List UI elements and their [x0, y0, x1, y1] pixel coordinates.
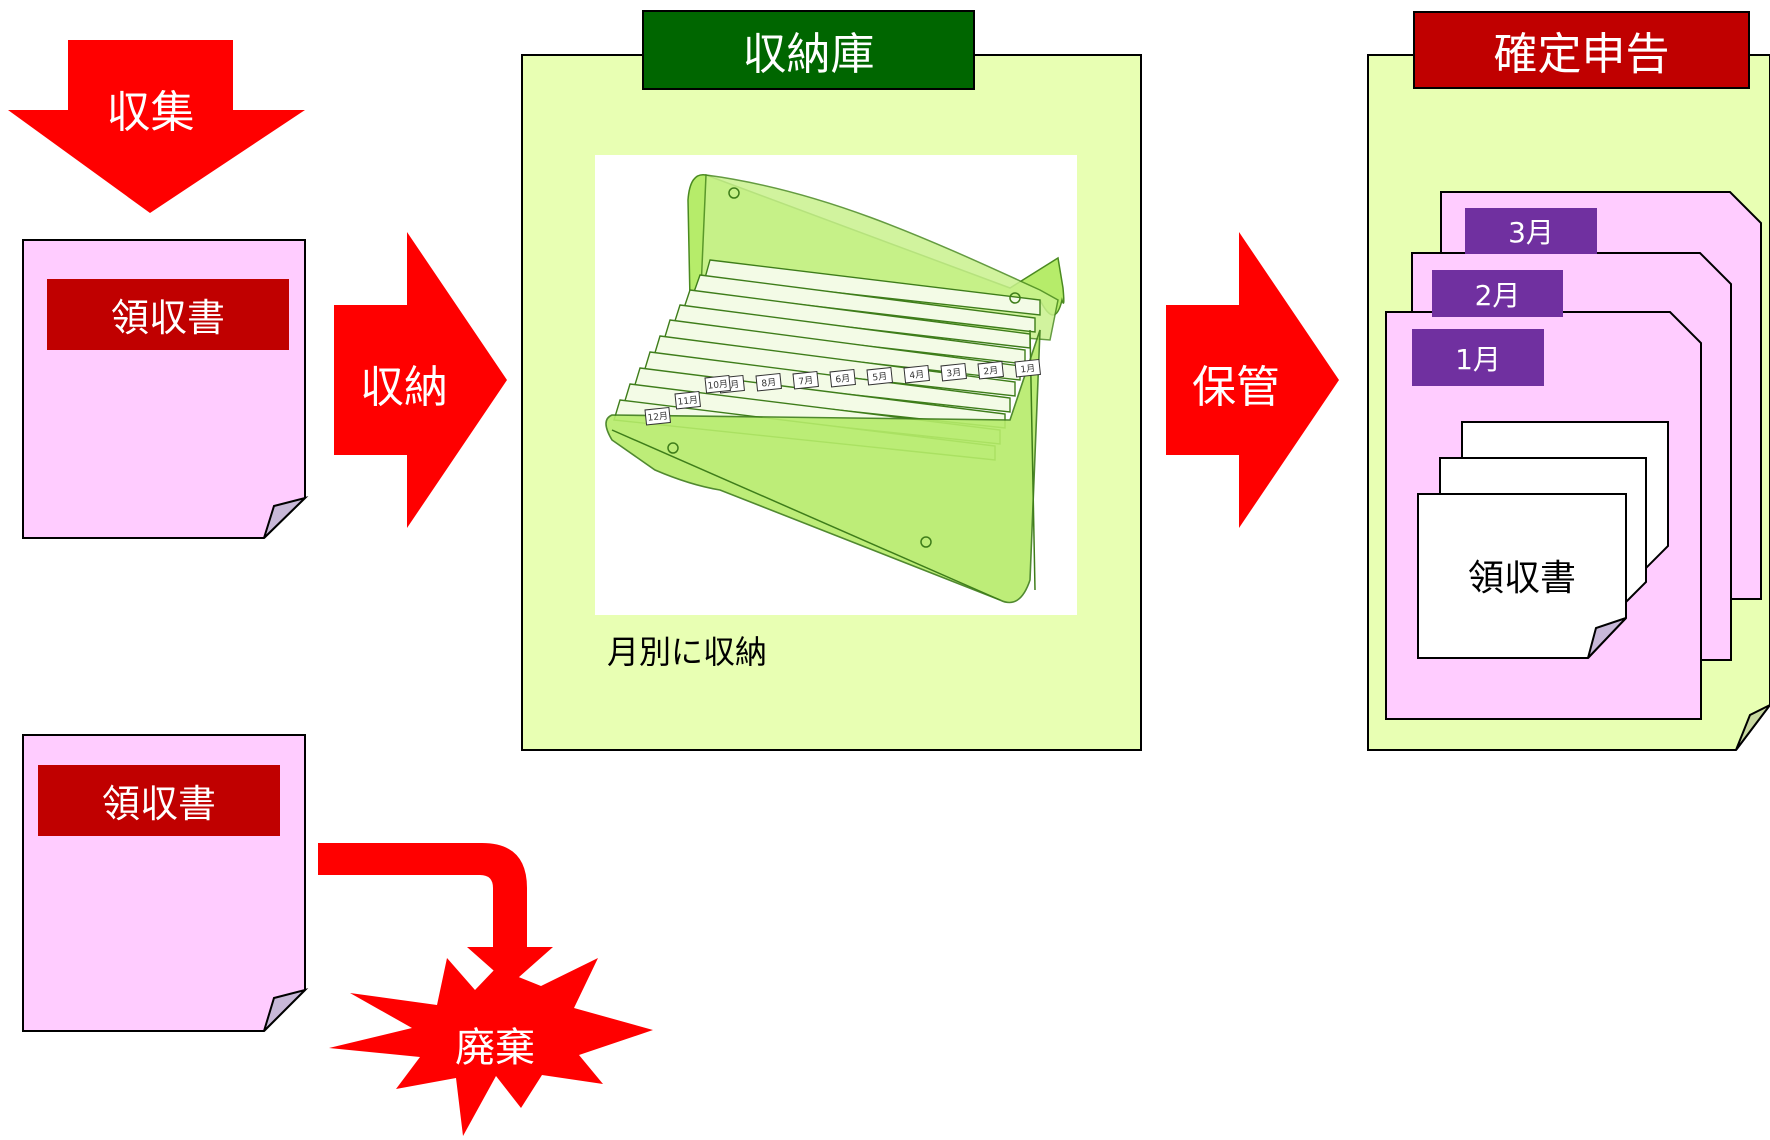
folder-tab-label: 3月 — [946, 367, 962, 379]
folder-tab: 4月 — [903, 364, 930, 384]
receipt-top-title: 領収書 — [47, 279, 289, 350]
folder-tab-label: 1月 — [1020, 363, 1036, 375]
collect-label: 収集 — [106, 86, 195, 138]
folder-tab-label: 12月 — [647, 411, 668, 424]
folder-tab-label: 10月 — [707, 379, 728, 392]
folder-tab: 12月 — [644, 406, 671, 426]
folder-tab: 6月 — [829, 368, 856, 388]
store-arrow — [334, 232, 507, 528]
receipt-stack — [1417, 421, 1669, 659]
folder-tab-label: 11月 — [677, 395, 698, 408]
storage-title: 収納庫 — [642, 10, 975, 90]
folder-tab-label: 4月 — [909, 369, 925, 381]
keep-arrow — [1166, 232, 1339, 528]
month-doc-3-label: 3月 — [1465, 208, 1597, 254]
folder-tab-label: 5月 — [872, 371, 888, 383]
folder-tab-label: 8月 — [761, 377, 777, 389]
folder-tab: 11月 — [674, 390, 701, 410]
discard-arrow — [318, 843, 553, 985]
folder-tab: 8月 — [755, 372, 782, 392]
folder-tab: 2月 — [977, 360, 1004, 380]
folder-tab-label: 2月 — [983, 365, 999, 377]
store-label: 収納 — [360, 361, 448, 413]
receipt-stack-label: 領収書 — [1467, 558, 1576, 599]
month-doc-1-label: 1月 — [1412, 329, 1544, 386]
folder-tab: 10月 — [704, 374, 731, 394]
month-doc-2-label: 2月 — [1432, 270, 1563, 317]
folder-tab: 7月 — [792, 370, 819, 390]
folder-tab: 5月 — [866, 366, 893, 386]
storage-caption: 月別に収納 — [607, 633, 768, 671]
folder-tab: 1月 — [1014, 358, 1041, 378]
folder-tab-label: 7月 — [798, 375, 814, 387]
filing-title: 確定申告 — [1413, 11, 1750, 89]
discard-label: 廃棄 — [455, 1025, 535, 1071]
collect-arrow — [8, 40, 305, 213]
folder-tab-label: 6月 — [835, 373, 851, 385]
keep-label: 保管 — [1192, 361, 1280, 413]
folder-tab: 3月 — [940, 362, 967, 382]
receipt-bottom-title: 領収書 — [38, 765, 280, 836]
discard-burst — [329, 958, 653, 1136]
